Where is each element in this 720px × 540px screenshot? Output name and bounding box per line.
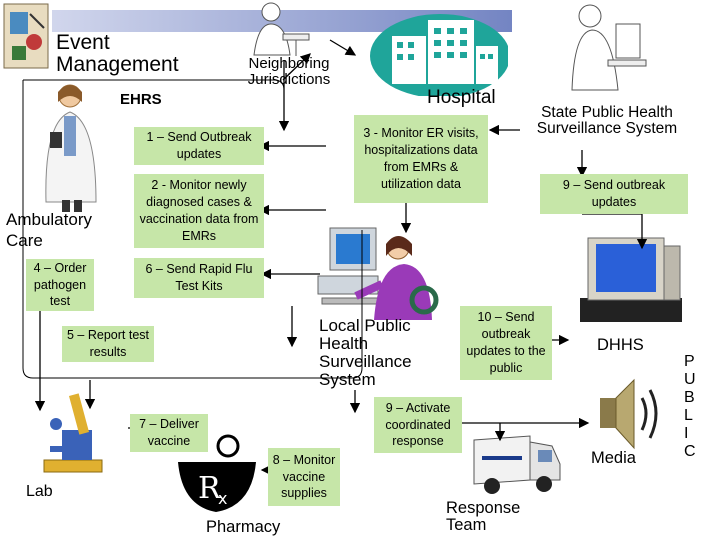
pharmacy-label: Pharmacy bbox=[206, 518, 281, 536]
step-7-box: 7 – Deliver vaccine bbox=[130, 414, 208, 452]
dhhs-monitor-icon bbox=[578, 236, 684, 329]
step-10-box: 10 – Send outbreak updates to the public bbox=[460, 306, 552, 380]
hospital-label: Hospital bbox=[427, 87, 496, 108]
response-team-label: Response Team bbox=[446, 499, 521, 535]
ambulance-icon bbox=[468, 428, 564, 503]
step-2-box: 2 - Monitor newly diagnosed cases & vacc… bbox=[134, 174, 264, 248]
step-1-box: 1 – Send Outbreak updates bbox=[134, 127, 264, 165]
step-6-box: 6 – Send Rapid Flu Test Kits bbox=[134, 258, 264, 298]
ambulatory-care-label: Ambulatory Care bbox=[6, 210, 92, 251]
media-label: Media bbox=[591, 449, 636, 467]
pharmacy-rx-icon: R x bbox=[172, 426, 268, 527]
local-surveillance-label: Local Public Health Surveillance System bbox=[319, 316, 412, 389]
hospital-icon bbox=[368, 6, 510, 101]
microscope-icon bbox=[36, 390, 108, 481]
step-9a-box: 9 – Send outbreak updates bbox=[540, 174, 688, 214]
step-8-box: 8 – Monitor vaccine supplies bbox=[268, 448, 340, 506]
neighboring-person-icon bbox=[238, 0, 313, 63]
computer-user-icon bbox=[312, 226, 440, 327]
ehrs-label: EHRS bbox=[120, 91, 162, 108]
event-management-title: Event Management bbox=[56, 31, 179, 77]
step-3-box: 3 - Monitor ER visits, hospitalizations … bbox=[354, 115, 488, 203]
dhhs-label: DHHS bbox=[597, 336, 644, 354]
state-surveillance-label: State Public Health Surveillance System bbox=[536, 104, 678, 138]
state-person-icon bbox=[568, 0, 648, 103]
doctor-icon bbox=[40, 82, 102, 219]
step-9b-box: 9 – Activate coordinated response bbox=[374, 397, 462, 453]
svg-text:R: R bbox=[198, 471, 222, 506]
public-label: PUBLIC bbox=[684, 353, 696, 460]
svg-text:x: x bbox=[218, 489, 227, 508]
speaker-icon bbox=[596, 376, 668, 457]
lab-label: Lab bbox=[26, 483, 53, 500]
event-management-logo bbox=[2, 2, 50, 75]
step-5-box: 5 – Report test results bbox=[62, 326, 154, 362]
step-4-box: 4 – Order pathogen test bbox=[26, 259, 94, 311]
